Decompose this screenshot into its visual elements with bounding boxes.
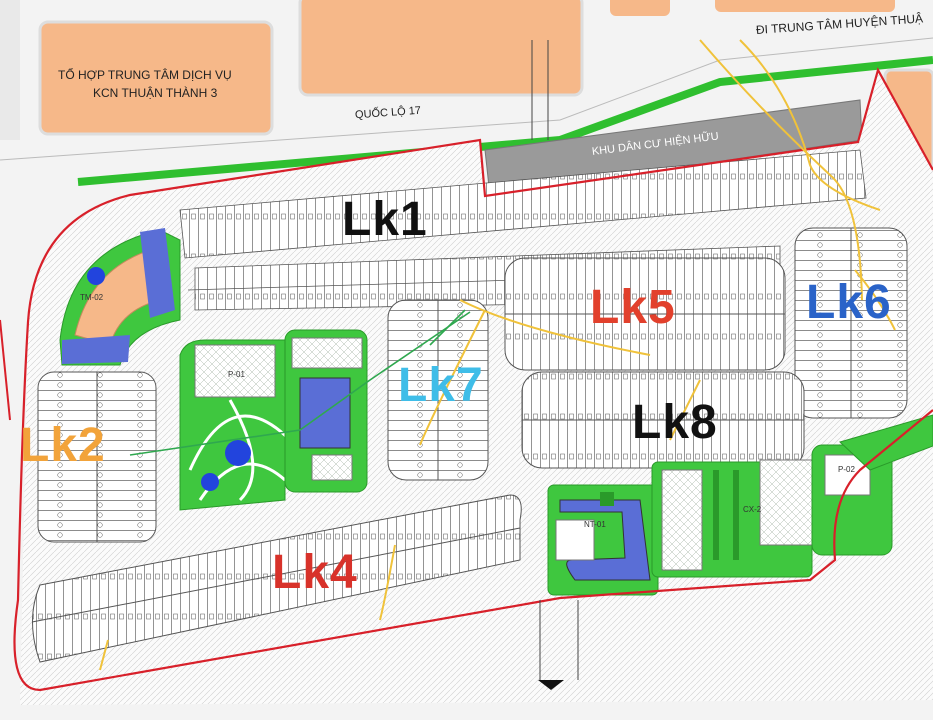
sports-area-cx2 [651, 444, 893, 578]
lk7-lots [387, 299, 489, 481]
block-label-lk4: Lk4 [272, 546, 358, 599]
south-arrow-icon [538, 680, 564, 690]
block-label-lk2: Lk2 [20, 419, 106, 472]
central-park [179, 329, 368, 511]
connector-lines [129, 309, 471, 456]
service-complex-label-line2: KCN THUẬN THÀNH 3 [93, 86, 218, 100]
lk2-lots [37, 371, 157, 543]
cx2-label: CX-2 [743, 505, 762, 514]
lk5-lots [504, 257, 786, 371]
tm02-building [59, 228, 181, 366]
block-label-lk8: Lk8 [632, 396, 718, 449]
pond-icon [225, 440, 251, 466]
block-label-lk1: Lk1 [342, 193, 428, 246]
lk4-lots [31, 494, 522, 663]
annotation-lines [99, 39, 896, 671]
tm02-label: TM-02 [80, 293, 104, 302]
fountain-icon [87, 267, 105, 285]
south-access-road [538, 600, 579, 690]
block-label-lk6: Lk6 [806, 276, 892, 329]
p02-label: P-02 [838, 465, 855, 474]
p01-label: P-01 [228, 370, 245, 379]
lk6-lots [794, 227, 908, 419]
pond-small-icon [201, 473, 219, 491]
kindergarten-nt01 [547, 484, 659, 596]
highway-green-strip [77, 56, 933, 186]
project-boundary [13, 67, 933, 692]
service-complex-label-line1: TỔ HỢP TRUNG TÂM DỊCH VỤ [58, 68, 232, 82]
block-label-lk7: Lk7 [398, 359, 484, 412]
block-label-lk5: Lk5 [590, 281, 676, 334]
nt01-label: NT-01 [584, 520, 606, 529]
lk8-lots [521, 371, 805, 469]
